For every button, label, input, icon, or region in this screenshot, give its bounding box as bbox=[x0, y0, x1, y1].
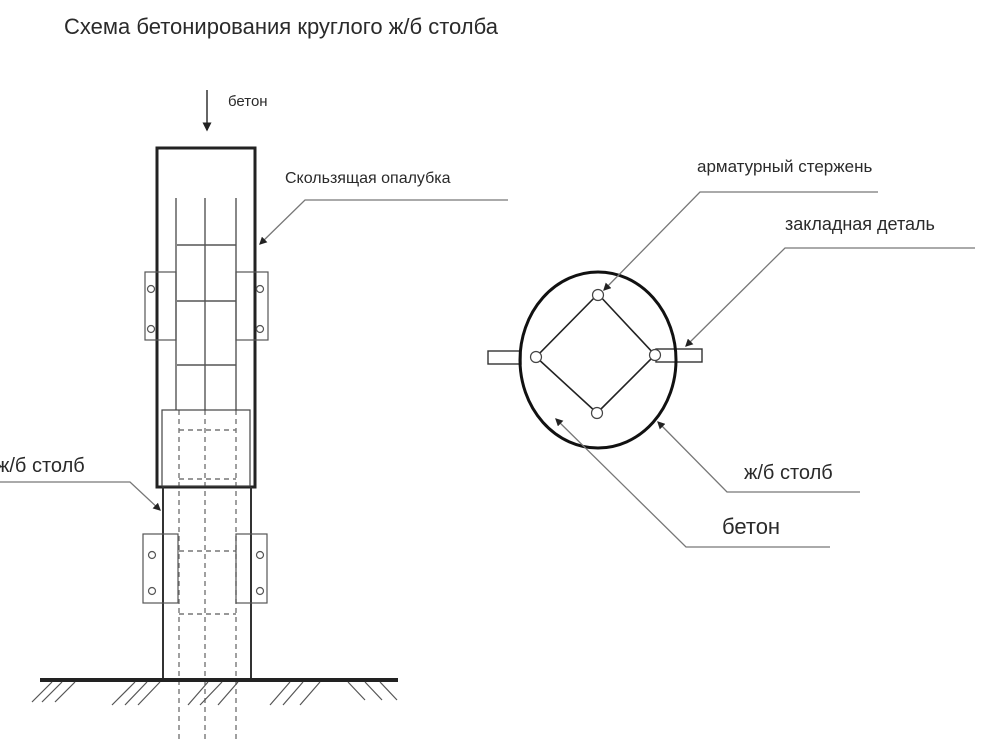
rebar-leader bbox=[603, 191, 878, 291]
pour-concrete-label: бетон bbox=[228, 93, 268, 110]
formwork-label: Скользящая опалубка bbox=[285, 170, 451, 187]
embedded-part-leader bbox=[685, 247, 975, 347]
rebar-cage bbox=[175, 198, 237, 742]
embedded-plate-left bbox=[487, 350, 522, 365]
rebar-rods bbox=[529, 288, 662, 420]
section-view bbox=[487, 191, 975, 548]
rebar-label: арматурный стержень bbox=[697, 157, 873, 176]
embedded-plate-right bbox=[655, 348, 703, 363]
section-post-label: ж/б столб bbox=[744, 462, 833, 484]
section-concrete-leader bbox=[555, 418, 830, 548]
diagram-title: Схема бетонирования круглого ж/б столба bbox=[64, 14, 498, 39]
ground-hatching bbox=[31, 681, 398, 706]
post-label: ж/б столб bbox=[0, 455, 85, 477]
embedded-part-label: закладная деталь bbox=[785, 214, 935, 234]
formwork-leader bbox=[259, 199, 508, 245]
post-top-section bbox=[161, 409, 251, 487]
section-concrete-label: бетон bbox=[722, 514, 781, 539]
sliding-formwork bbox=[155, 146, 257, 489]
side-view bbox=[0, 90, 508, 742]
rebar-tie bbox=[534, 292, 657, 415]
section-post-leader bbox=[657, 421, 860, 493]
post-leader bbox=[0, 481, 161, 511]
post-cross-section bbox=[518, 270, 678, 450]
embedded-brackets bbox=[142, 271, 269, 604]
